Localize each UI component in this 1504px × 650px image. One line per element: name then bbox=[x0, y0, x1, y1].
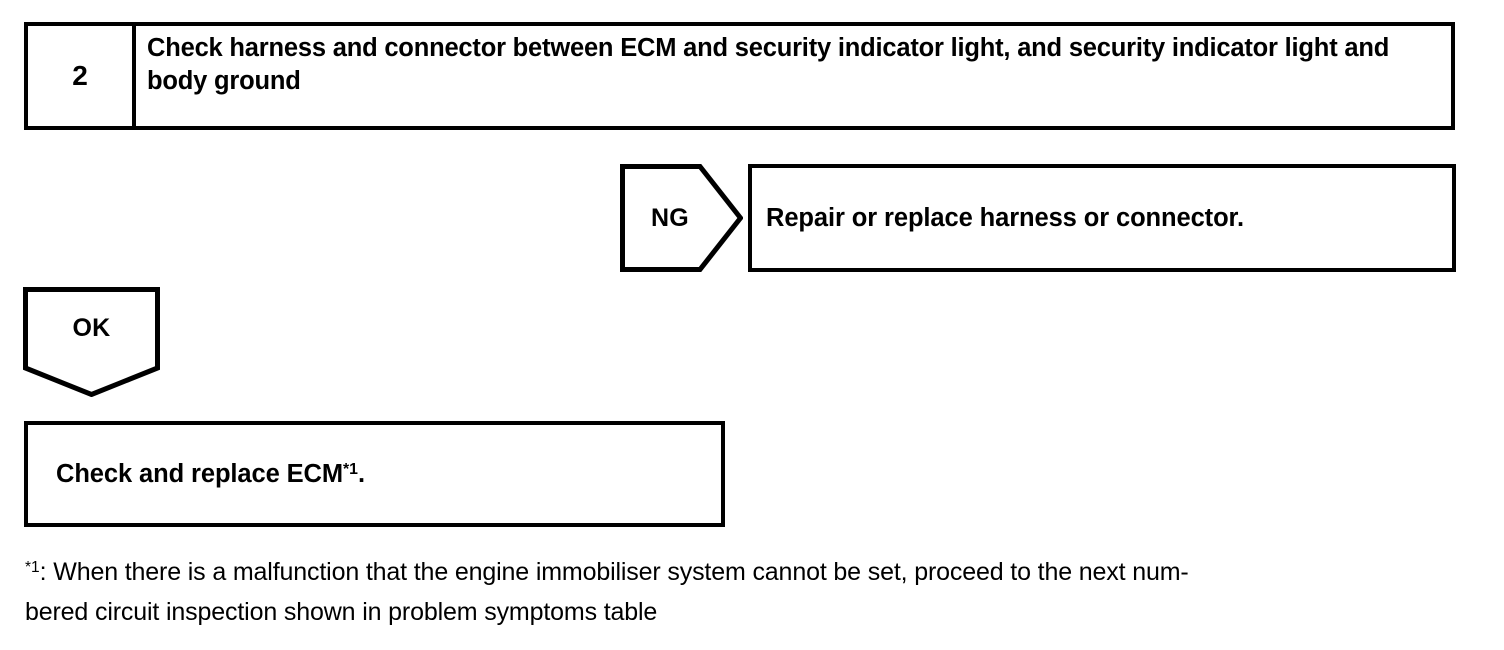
footnote-line-2: bered circuit inspection shown in proble… bbox=[25, 598, 658, 626]
footnote-line-1: *1: When there is a malfunction that the… bbox=[25, 552, 1462, 592]
step-number: 2 bbox=[72, 60, 88, 91]
step-header-table: 2 Check harness and connector between EC… bbox=[24, 22, 1455, 130]
step-instruction-cell: Check harness and connector between ECM … bbox=[136, 26, 1451, 126]
footnote-separator: : bbox=[39, 558, 54, 586]
ng-arrow-shape bbox=[620, 164, 743, 272]
step-number-cell: 2 bbox=[28, 26, 136, 126]
footnote-marker-icon: *1 bbox=[25, 558, 40, 576]
ng-result-box: Repair or replace harness or connector. bbox=[748, 164, 1456, 272]
ok-branch-label: OK bbox=[72, 313, 111, 342]
footnote-reference-marker: *1 bbox=[343, 460, 358, 478]
footnote-line-1-text: When there is a malfunction that the eng… bbox=[53, 558, 1189, 586]
ng-branch-label: NG bbox=[650, 203, 690, 232]
ok-result-text-tail: . bbox=[357, 459, 365, 488]
step-instruction-text: Check harness and connector between ECM … bbox=[147, 34, 1390, 95]
ng-result-text: Repair or replace harness or connector. bbox=[766, 203, 1244, 232]
footnote: *1: When there is a malfunction that the… bbox=[25, 552, 1462, 632]
ok-result-text: Check and replace ECM*1. bbox=[56, 460, 365, 489]
ok-result-text-main: Check and replace ECM bbox=[56, 459, 344, 488]
ok-result-box: Check and replace ECM*1. bbox=[24, 421, 725, 527]
ok-arrow-shape bbox=[23, 287, 160, 397]
